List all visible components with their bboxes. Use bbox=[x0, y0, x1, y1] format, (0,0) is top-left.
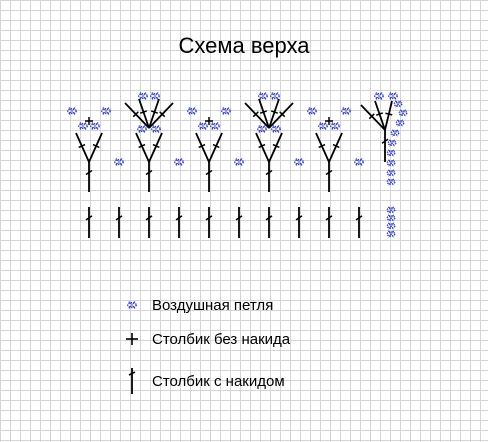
chain-stitch bbox=[386, 222, 396, 230]
chain-stitch bbox=[307, 107, 317, 115]
chain-stitch bbox=[386, 159, 396, 167]
chain-stitch bbox=[318, 122, 328, 130]
chain-stitch bbox=[398, 109, 408, 117]
chain-stitch bbox=[386, 149, 396, 157]
chain-stitch bbox=[390, 129, 400, 137]
double-crochet bbox=[195, 132, 210, 163]
double-crochet bbox=[115, 207, 123, 238]
legend-label-double-crochet: Столбик с накидом bbox=[152, 372, 285, 390]
double-crochet bbox=[235, 207, 243, 238]
single-crochet bbox=[205, 117, 213, 125]
double-crochet bbox=[268, 102, 294, 129]
chain-stitch bbox=[78, 122, 88, 130]
legend-label-chain: Воздушная петля bbox=[152, 296, 274, 314]
chain-stitch bbox=[386, 178, 396, 186]
double-crochet bbox=[381, 130, 389, 162]
chain-stitch bbox=[341, 107, 351, 115]
double-crochet bbox=[360, 104, 386, 131]
chain-stitch bbox=[174, 158, 184, 166]
chain-stitch-icon bbox=[127, 301, 137, 309]
chain-stitch bbox=[387, 139, 397, 147]
chain-stitch bbox=[258, 92, 268, 100]
chain-stitch bbox=[114, 158, 124, 166]
double-crochet bbox=[325, 162, 333, 192]
double-crochet bbox=[148, 98, 160, 129]
double-crochet bbox=[325, 207, 333, 238]
chain-stitch bbox=[374, 92, 384, 100]
double-crochet bbox=[244, 102, 270, 129]
double-crochet-icon bbox=[128, 368, 136, 394]
double-crochet bbox=[75, 132, 90, 163]
double-crochet bbox=[328, 132, 343, 163]
double-crochet bbox=[295, 207, 303, 238]
chain-stitch bbox=[187, 107, 197, 115]
double-crochet bbox=[175, 207, 183, 238]
double-crochet bbox=[85, 162, 93, 192]
legend-item-double-crochet: Столбик с накидом bbox=[120, 368, 285, 394]
chain-stitch bbox=[138, 92, 148, 100]
legend-label-single-crochet: Столбик без накида bbox=[152, 330, 291, 348]
chain-stitch bbox=[198, 122, 208, 130]
chain-stitch bbox=[395, 119, 405, 127]
chain-stitch bbox=[137, 125, 147, 133]
double-crochet bbox=[208, 132, 223, 163]
double-crochet bbox=[135, 132, 150, 163]
chain-stitch bbox=[67, 107, 77, 115]
chain-stitch bbox=[151, 125, 161, 133]
double-crochet bbox=[255, 132, 270, 163]
single-crochet-icon bbox=[126, 333, 138, 345]
double-crochet bbox=[268, 132, 283, 163]
double-crochet bbox=[145, 207, 153, 238]
double-crochet bbox=[374, 100, 386, 131]
chain-stitch bbox=[386, 214, 396, 222]
double-crochet bbox=[205, 162, 213, 192]
double-crochet bbox=[88, 132, 103, 163]
chain-stitch bbox=[270, 92, 280, 100]
double-crochet bbox=[124, 102, 150, 129]
chain-stitch bbox=[294, 158, 304, 166]
double-crochet bbox=[85, 207, 93, 238]
double-crochet bbox=[145, 162, 153, 192]
chain-stitch bbox=[210, 122, 220, 130]
chain-stitch bbox=[90, 122, 100, 130]
chain-stitch bbox=[388, 92, 398, 100]
double-crochet bbox=[265, 207, 273, 238]
double-crochet bbox=[258, 98, 270, 129]
diagram-title: Схема верха bbox=[178, 33, 310, 58]
chain-stitch bbox=[101, 107, 111, 115]
double-crochet bbox=[268, 98, 280, 129]
double-crochet bbox=[265, 162, 273, 192]
chain-stitch bbox=[386, 169, 396, 177]
double-crochet bbox=[205, 207, 213, 238]
legend-item-single-crochet: Столбик без накида bbox=[120, 327, 290, 351]
double-crochet bbox=[315, 132, 330, 163]
legend-item-chain: Воздушная петля bbox=[120, 293, 273, 317]
single-crochet bbox=[85, 117, 93, 125]
chain-stitch bbox=[257, 125, 267, 133]
chain-stitch bbox=[330, 122, 340, 130]
chain-stitch bbox=[271, 125, 281, 133]
chain-stitch bbox=[386, 230, 396, 238]
crochet-chart bbox=[67, 92, 408, 238]
chain-stitch bbox=[221, 107, 231, 115]
chain-stitch bbox=[234, 158, 244, 166]
double-crochet bbox=[138, 98, 150, 129]
chain-stitch bbox=[393, 100, 403, 108]
double-crochet bbox=[148, 132, 163, 163]
chain-stitch bbox=[354, 158, 364, 166]
double-crochet bbox=[148, 102, 174, 129]
double-crochet bbox=[384, 100, 393, 131]
single-crochet bbox=[325, 117, 333, 125]
chain-stitch bbox=[150, 92, 160, 100]
double-crochet bbox=[355, 207, 363, 238]
chain-stitch bbox=[386, 206, 396, 214]
